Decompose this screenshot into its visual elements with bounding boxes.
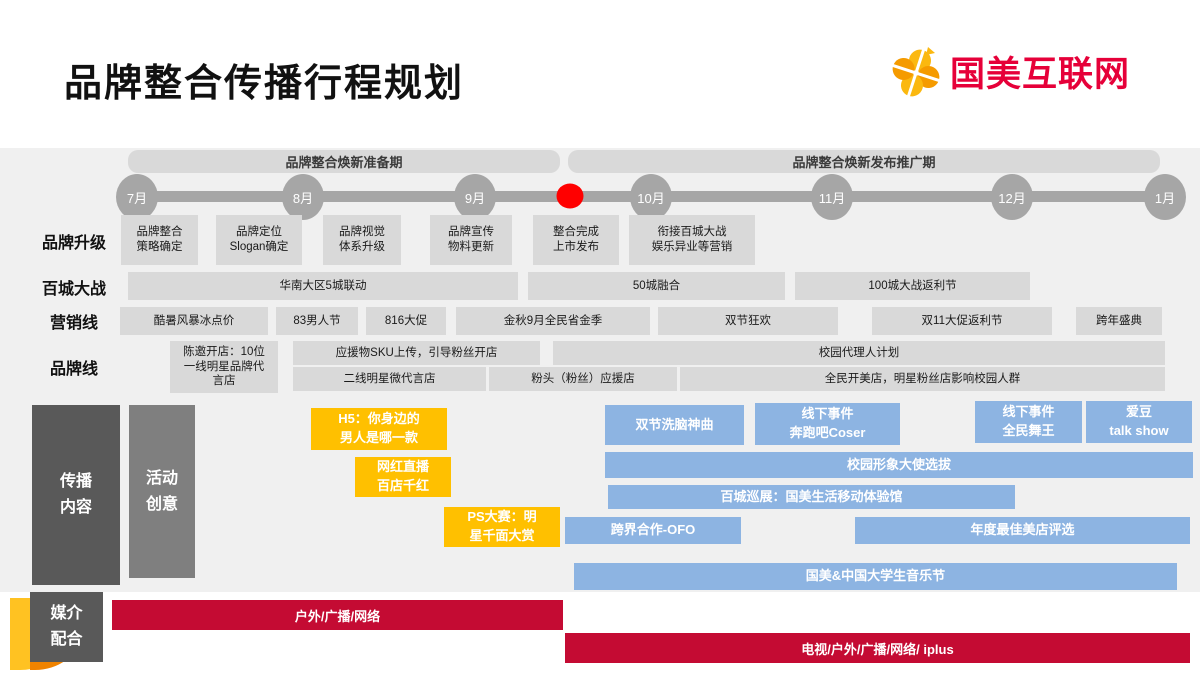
- gome-logo-text: 国美互联网: [950, 54, 1131, 94]
- timeline-month-jul: 7月: [116, 174, 158, 220]
- timeline-month-oct: 10月: [630, 174, 672, 220]
- page-title: 品牌整合传播行程规划: [64, 63, 465, 105]
- timeline-month-dec: 12月: [991, 174, 1033, 220]
- plan-box: 金秋9月全民省金季: [456, 307, 650, 335]
- campaign-box-blue: 校园形象大使选拔: [605, 452, 1193, 478]
- plan-box: 品牌宣传 物料更新: [430, 215, 512, 265]
- campaign-box-yellow: PS大赛：明 星千面大赏: [444, 507, 560, 547]
- plan-box: 双节狂欢: [658, 307, 838, 335]
- plan-box: 50城融合: [528, 272, 785, 300]
- plan-box: 应援物SKU上传，引导粉丝开店: [293, 341, 540, 365]
- campaign-box-blue: 双节洗脑神曲: [605, 405, 744, 445]
- plan-box: 816大促: [366, 307, 446, 335]
- plan-box: 华南大区5城联动: [128, 272, 518, 300]
- campaign-box-yellow: H5：你身边的 男人是哪一款: [311, 408, 447, 450]
- gome-logo: 国美互联网: [890, 45, 1130, 97]
- media-bar: 电视/户外/广播/网络/ iplus: [565, 633, 1190, 663]
- plan-box: 衔接百城大战 娱乐异业等营销: [629, 215, 755, 265]
- section-label-activity-creative: 活动 创意: [129, 405, 195, 578]
- plan-box: 整合完成 上市发布: [533, 215, 619, 265]
- campaign-box-blue: 跨界合作-OFO: [565, 517, 741, 544]
- plan-box: 品牌定位 Slogan确定: [216, 215, 302, 265]
- lane-label-brand-upgrade: 品牌升级: [41, 235, 106, 252]
- lane-label-hundred-cities: 百城大战: [41, 281, 106, 298]
- plan-box: 全民开美店，明星粉丝店影响校园人群: [680, 367, 1165, 391]
- plan-box: 粉头（粉丝）应援店: [489, 367, 677, 391]
- phase-bar-preparation: 品牌整合焕新准备期: [128, 150, 560, 173]
- plan-box: 陈邀开店：10位 一线明星品牌代 言店: [170, 341, 278, 393]
- section-label-communication-content: 传播 内容: [32, 405, 120, 585]
- plan-box: 酷暑风暴冰点价: [120, 307, 268, 335]
- timeline-month-aug: 8月: [282, 174, 324, 220]
- lane-label-brand-line: 品牌线: [49, 361, 98, 378]
- campaign-box-blue: 年度最佳美店评选: [855, 517, 1190, 544]
- campaign-box-blue: 爱豆 talk show: [1086, 401, 1192, 443]
- campaign-box-blue: 线下事件 全民舞王: [975, 401, 1082, 443]
- plan-box: 品牌整合 策略确定: [121, 215, 198, 265]
- media-bar: 户外/广播/网络: [112, 600, 563, 630]
- campaign-box-blue: 线下事件 奔跑吧Coser: [755, 403, 900, 445]
- timeline-month-nov: 11月: [811, 174, 853, 220]
- timeline-month-sep: 9月: [454, 174, 496, 220]
- campaign-box-yellow: 网红直播 百店千红: [355, 457, 451, 497]
- gome-flower-icon: [890, 47, 942, 97]
- campaign-box-blue: 国美&中国大学生音乐节: [574, 563, 1177, 590]
- phase-bar-launch: 品牌整合焕新发布推广期: [568, 150, 1160, 173]
- plan-box: 品牌视觉 体系升级: [323, 215, 401, 265]
- section-label-media-support: 媒介 配合: [30, 592, 103, 662]
- plan-box: 100城大战返利节: [795, 272, 1030, 300]
- timeline-red-dot: [556, 183, 584, 209]
- plan-box: 83男人节: [276, 307, 358, 335]
- plan-box: 双11大促返利节: [872, 307, 1052, 335]
- plan-box: 校园代理人计划: [553, 341, 1165, 365]
- plan-box: 二线明星微代言店: [293, 367, 486, 391]
- timeline-month-jan: 1月: [1144, 174, 1186, 220]
- campaign-box-blue: 百城巡展：国美生活移动体验馆: [608, 485, 1015, 509]
- plan-box: 跨年盛典: [1076, 307, 1162, 335]
- lane-label-marketing: 营销线: [49, 315, 98, 332]
